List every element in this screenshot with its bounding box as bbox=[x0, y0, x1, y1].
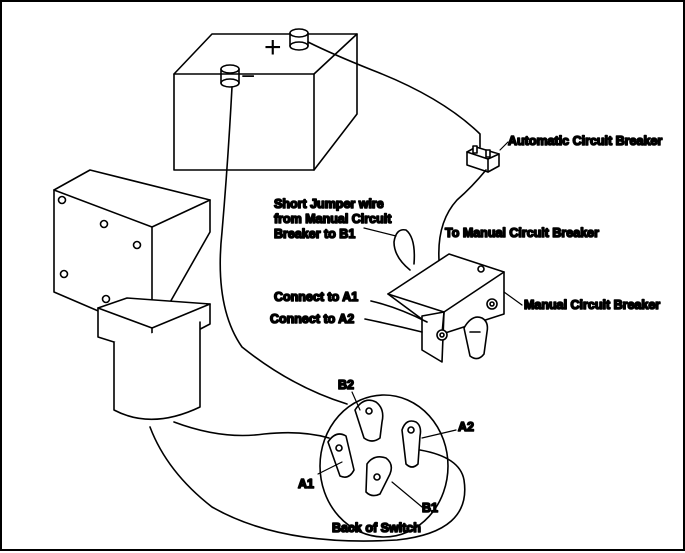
wires bbox=[149, 41, 487, 542]
switch-terminal-b1 bbox=[365, 456, 393, 497]
leader-lines bbox=[317, 141, 523, 508]
back-of-switch-label: Back of Switch bbox=[332, 521, 421, 535]
jumper-label-line1: Short Jumper wire bbox=[274, 197, 384, 211]
terminal-a1-label: A1 bbox=[298, 477, 314, 491]
jumper-label-line2: from Manual Circuit bbox=[274, 212, 392, 226]
battery-plus-label: + bbox=[264, 31, 282, 64]
wire-battery-positive bbox=[307, 41, 481, 148]
short-jumper-wire bbox=[393, 228, 416, 271]
switch bbox=[319, 394, 449, 538]
to-manual-breaker-label: To Manual Circuit Breaker bbox=[445, 226, 599, 240]
wire-motor-loop bbox=[149, 426, 466, 542]
manual-breaker-label: Manual Circuit Breaker bbox=[524, 298, 660, 312]
motor bbox=[53, 169, 211, 421]
wire-to-manual-breaker bbox=[438, 169, 487, 261]
battery-negative-terminal bbox=[220, 64, 240, 88]
wire-connect-a1 bbox=[370, 300, 428, 323]
battery bbox=[173, 28, 358, 171]
switch-terminal-a2 bbox=[401, 420, 422, 468]
terminal-b1-label: B1 bbox=[422, 501, 438, 515]
breaker-toggle-knob bbox=[463, 316, 489, 360]
connect-a2-label: Connect to A2 bbox=[270, 312, 354, 326]
terminal-b2-label: B2 bbox=[338, 378, 354, 392]
battery-positive-terminal bbox=[289, 28, 309, 51]
wire-connect-a2 bbox=[364, 318, 423, 333]
manual-circuit-breaker bbox=[387, 253, 505, 363]
battery-minus-label: − bbox=[241, 63, 255, 90]
jumper-label-line3: Breaker to B1 bbox=[274, 227, 355, 241]
automatic-breaker-label: Automatic Circuit Breaker bbox=[508, 134, 662, 148]
switch-terminal-a1 bbox=[327, 433, 355, 478]
connect-a1-label: Connect to A1 bbox=[274, 290, 358, 304]
automatic-circuit-breaker bbox=[466, 145, 500, 173]
wire-motor-a1 bbox=[173, 421, 330, 439]
terminal-a2-label: A2 bbox=[458, 420, 474, 434]
switch-terminal-b2 bbox=[354, 399, 384, 442]
wire-battery-negative bbox=[219, 86, 348, 405]
